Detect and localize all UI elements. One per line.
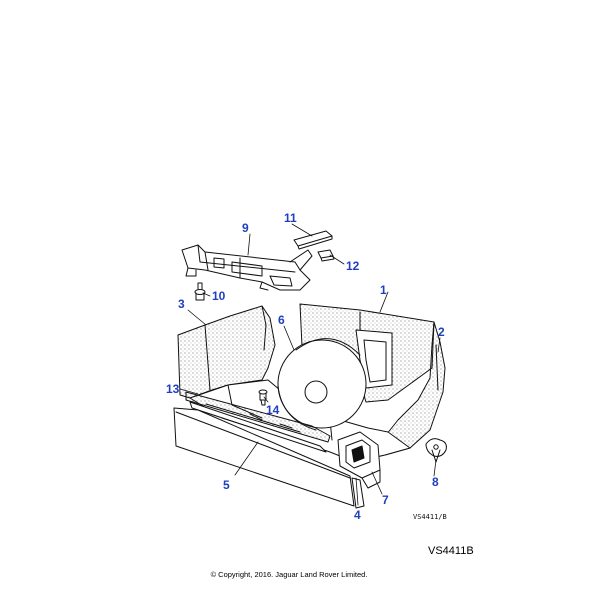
part-4-strip xyxy=(351,477,365,509)
part-8-knob xyxy=(425,438,447,463)
drawing-code: VS4411/B xyxy=(413,513,447,521)
callout-12: 12 xyxy=(346,259,360,273)
callout-13: 13 xyxy=(166,382,180,396)
copyright-notice: © Copyright, 2016. Jaguar Land Rover Lim… xyxy=(210,570,368,579)
callout-5: 5 xyxy=(223,478,230,492)
callout-7: 7 xyxy=(382,493,389,507)
part-5-kick-panel xyxy=(173,407,355,507)
callout-10: 10 xyxy=(212,289,226,303)
part-6-wheel-cover xyxy=(277,338,367,431)
part-13-sill-rail xyxy=(185,391,331,453)
part-7-locker xyxy=(337,431,381,489)
callout-14: 14 xyxy=(266,403,280,417)
part-11-strip xyxy=(293,230,333,250)
callout-2: 2 xyxy=(438,325,445,339)
callout-6: 6 xyxy=(278,313,285,327)
callout-8: 8 xyxy=(432,475,439,489)
callout-4: 4 xyxy=(354,508,361,522)
callout-9: 9 xyxy=(242,221,249,235)
callout-3: 3 xyxy=(178,297,185,311)
callout-1: 1 xyxy=(380,283,387,297)
callout-11: 11 xyxy=(284,211,297,225)
part-9-tray xyxy=(181,244,313,291)
part-12-clip xyxy=(317,249,335,262)
part-1-rear-panel xyxy=(299,303,435,403)
part-14-bolt xyxy=(258,389,268,406)
figure-reference: VS4411B xyxy=(428,545,474,557)
leader-lines xyxy=(179,223,441,506)
part-10-screw xyxy=(194,282,206,301)
